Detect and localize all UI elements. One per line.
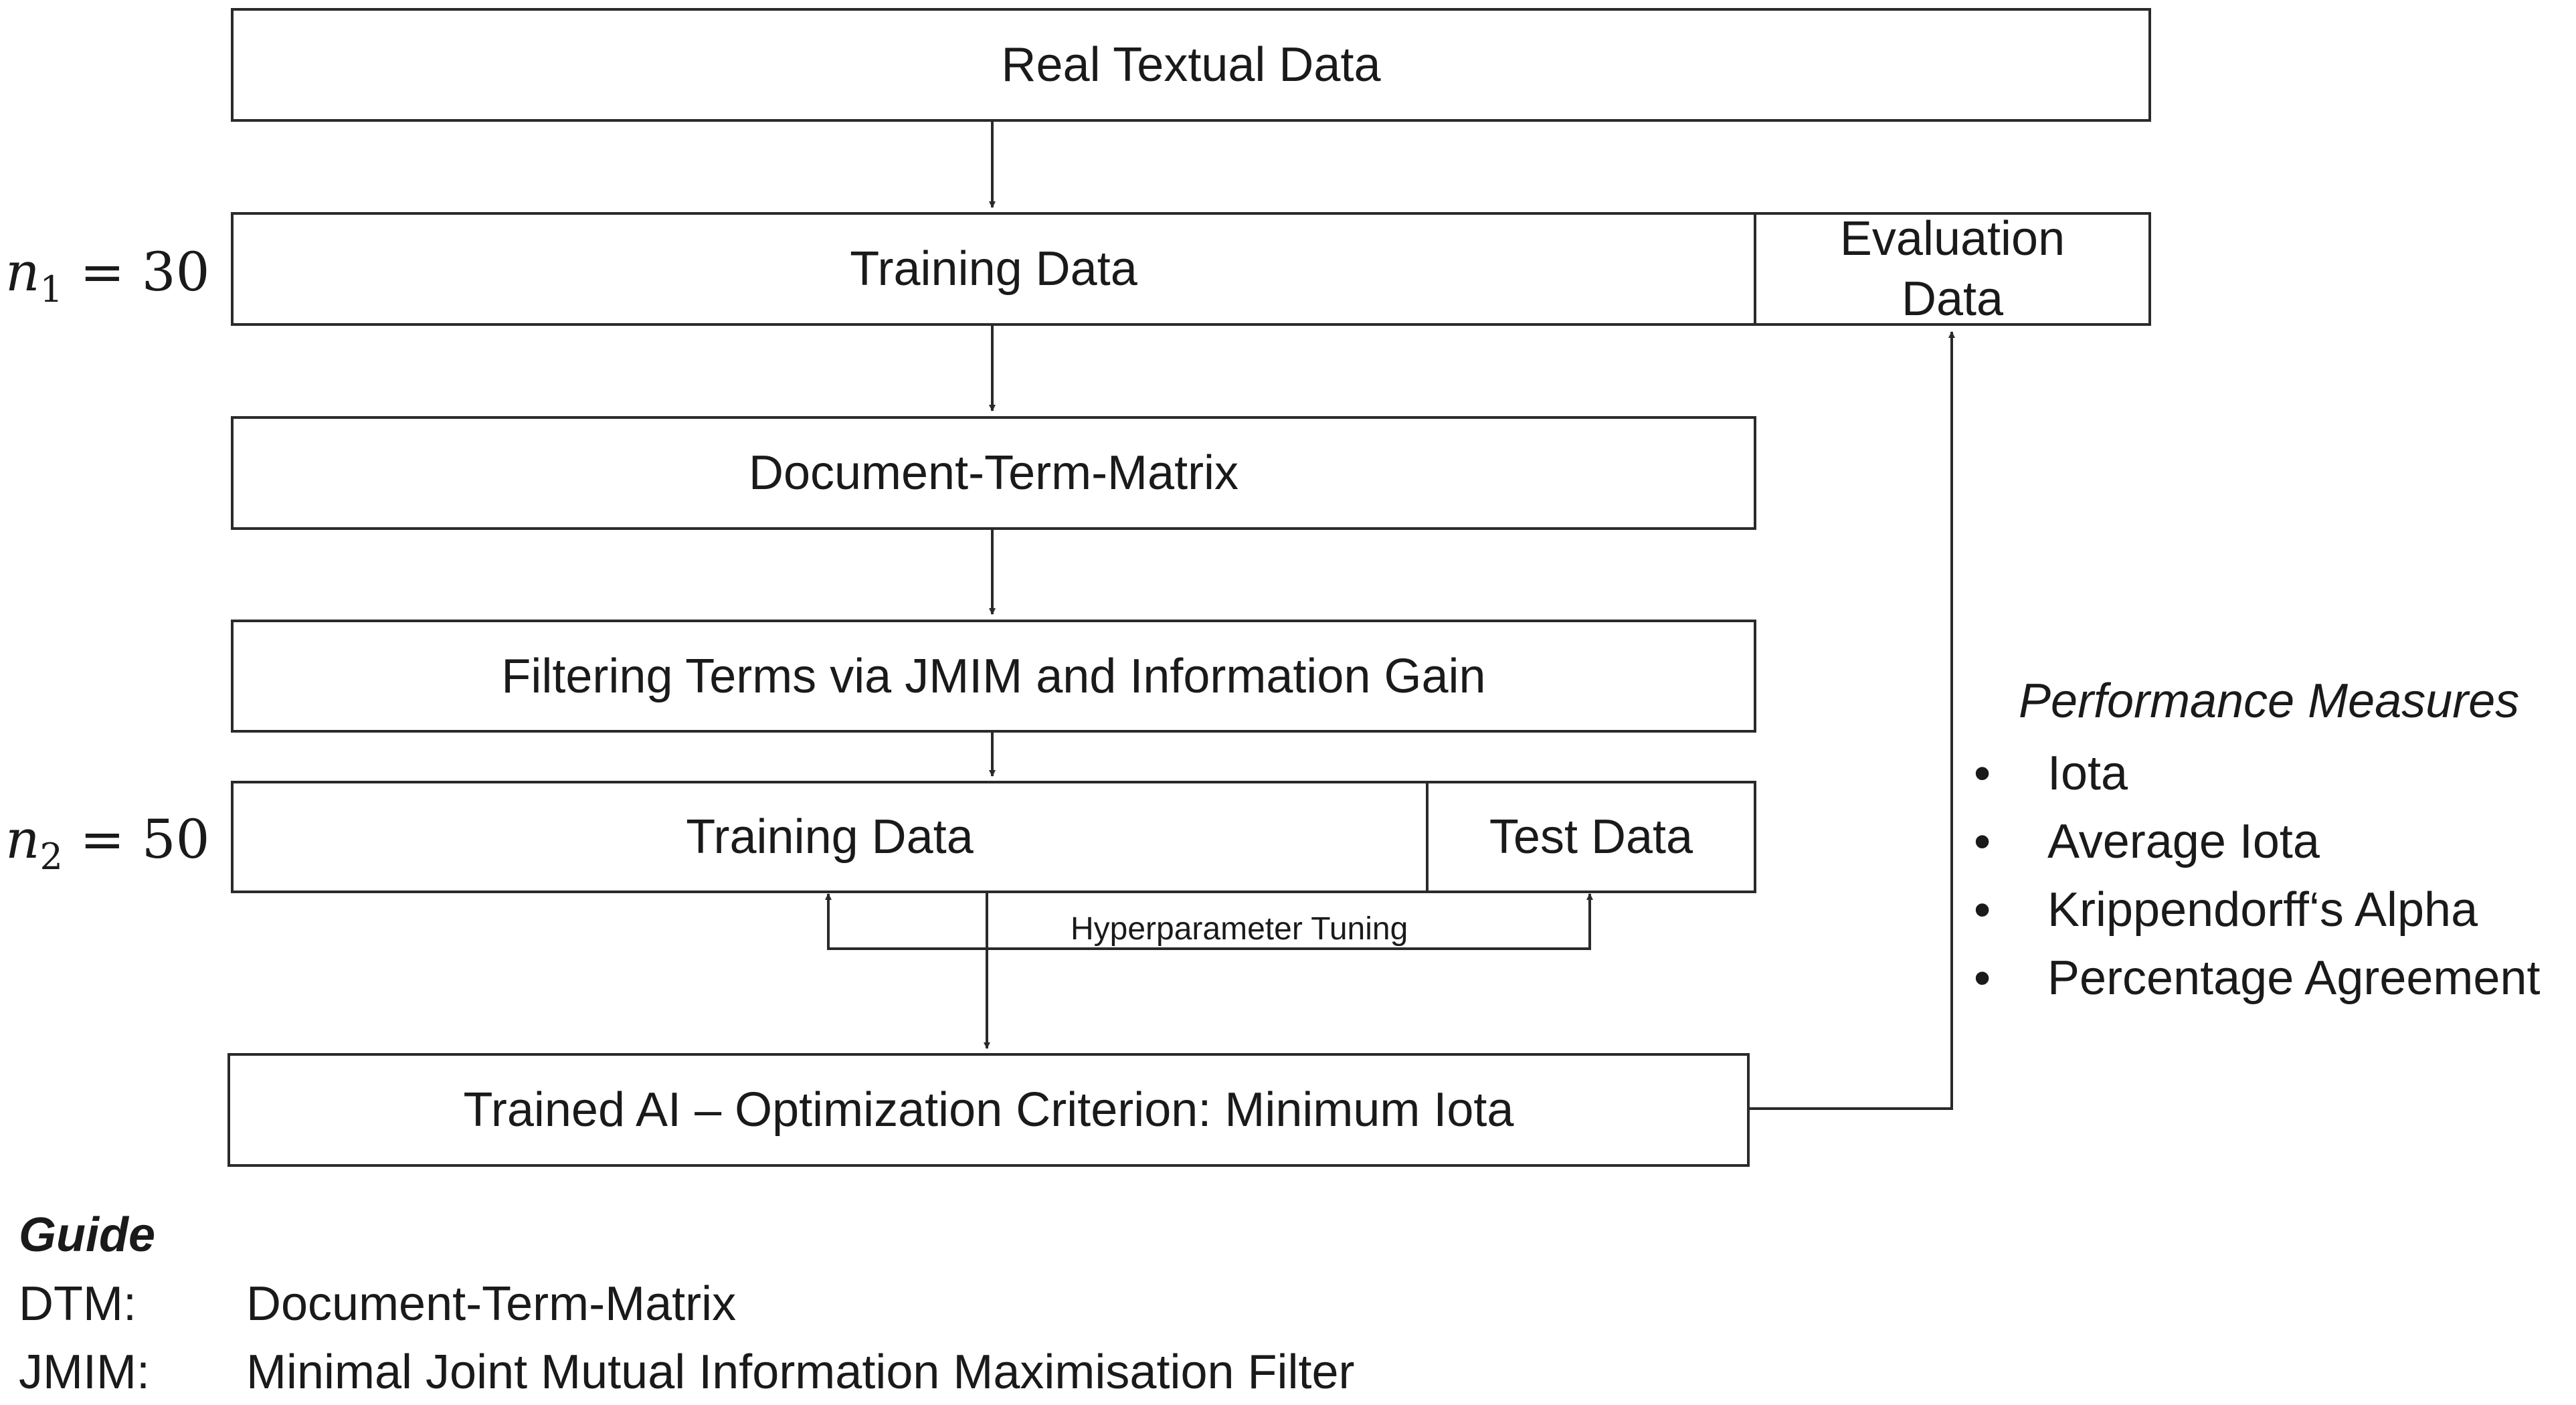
arrow-trained-ai-to-evaluation (1750, 331, 1955, 1110)
evaluation-data-label: Evaluation Data (1839, 212, 2065, 326)
real-textual-data-box: Real Textual Data (231, 8, 2151, 122)
training-data-box: Training Data (231, 212, 1756, 326)
guide-abbreviation: DTM: (19, 1277, 136, 1331)
guide-definition: Minimal Joint Mutual Information Maximis… (246, 1345, 1355, 1399)
training-data-2-box: Training Data (231, 781, 1429, 893)
training-data-label: Training Data (850, 242, 1137, 296)
training-data-2-label: Training Data (686, 810, 974, 864)
hyperparameter-tuning-label: Hyperparameter Tuning (1071, 911, 1408, 947)
filtering-terms-label: Filtering Terms via JMIM and Information… (501, 649, 1486, 703)
guide-definition: Document-Term-Matrix (246, 1277, 737, 1331)
document-term-matrix-label: Document-Term-Matrix (748, 446, 1239, 500)
performance-measure-item: Iota (1974, 739, 2541, 808)
trained-ai-box: Trained AI – Optimization Criterion: Min… (227, 1053, 1750, 1167)
performance-measures-list: Iota Average Iota Krippendorff‘s Alpha P… (1974, 739, 2541, 1012)
filtering-terms-box: Filtering Terms via JMIM and Information… (231, 620, 1756, 733)
test-data-label: Test Data (1489, 810, 1693, 864)
guide-entry-jmim: JMIM: Minimal Joint Mutual Information M… (19, 1345, 1625, 1405)
performance-measures-title: Performance Measures (2019, 674, 2520, 728)
n2-label: n2 = 50 (5, 808, 210, 878)
hyperparameter-bracket (827, 895, 1591, 950)
performance-measure-item: Percentage Agreement (1974, 944, 2541, 1012)
guide-abbreviation: JMIM: (19, 1345, 150, 1399)
guide-title: Guide (19, 1208, 156, 1262)
document-term-matrix-box: Document-Term-Matrix (231, 416, 1756, 530)
trained-ai-label: Trained AI – Optimization Criterion: Min… (463, 1083, 1514, 1137)
guide-entry-dtm: DTM: Document-Term-Matrix (19, 1277, 1558, 1337)
real-textual-data-label: Real Textual Data (1001, 38, 1381, 92)
performance-measure-item: Average Iota (1974, 808, 2541, 876)
n1-label: n1 = 30 (5, 241, 210, 310)
test-data-box: Test Data (1426, 781, 1756, 893)
performance-measure-item: Krippendorff‘s Alpha (1974, 876, 2541, 944)
evaluation-data-box: Evaluation Data (1754, 212, 2151, 326)
